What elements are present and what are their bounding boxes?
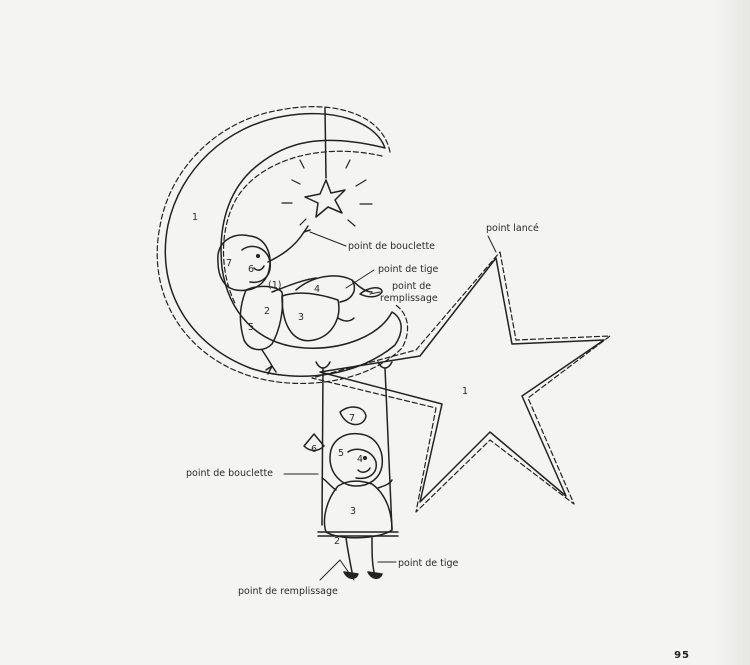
hanging-star (304, 179, 346, 218)
star-string (324, 107, 327, 179)
moon-dashed-outline (156, 106, 409, 384)
girl-lower-number: 5 (248, 322, 254, 333)
girl-face-number: 6 (248, 264, 254, 275)
girl-on-moon (217, 225, 383, 375)
label-point-de-tige-bottom: point de tige (398, 558, 459, 569)
swing-bow-number: 6 (311, 444, 317, 455)
girl-leg-number: 4 (314, 284, 320, 295)
swing-hair-number: 7 (349, 413, 355, 424)
label-point-de-remplissage-top-line2: remplissage (380, 293, 438, 304)
page-number: 95 (674, 650, 690, 661)
girl-skirt-number: 3 (298, 312, 304, 323)
swing-dress-number: 3 (350, 506, 356, 517)
swing-knot-left (315, 361, 331, 369)
swing-face-number: 4 (357, 454, 363, 465)
swing-knot-right (377, 361, 393, 369)
label-point-de-bouclette-top: point de bouclette (348, 241, 436, 252)
big-star-dashed-outline (311, 251, 611, 513)
girl-body-number: 2 (264, 306, 270, 317)
region-numbers: 1 1 7 6 (1) 4 2 3 5 7 6 5 4 3 2 (192, 212, 468, 547)
swing-seat-number: 2 (334, 536, 340, 547)
label-point-de-tige-top: point de tige (378, 264, 439, 275)
label-point-lance: point lancé (486, 223, 539, 234)
girl-arm-number: (1) (268, 280, 281, 291)
moon-number: 1 (192, 212, 198, 223)
swing-rope-right (384, 367, 393, 531)
moon-outline (164, 112, 402, 377)
book-spine-shadow (714, 0, 750, 665)
label-point-de-remplissage-bottom: point de remplissage (238, 586, 338, 597)
leader-lines (283, 231, 497, 581)
big-star-number: 1 (462, 386, 468, 397)
label-point-de-bouclette-bottom: point de bouclette (186, 468, 274, 479)
star-sparkle-rays (281, 159, 373, 227)
swing-face-left-number: 5 (338, 448, 344, 459)
girl-on-swing (303, 406, 399, 579)
label-point-de-remplissage-top-line1: point de (392, 281, 432, 292)
moon-inner-dashed (223, 150, 383, 306)
girl-hair-number: 7 (226, 258, 232, 269)
big-star-outline (319, 257, 605, 503)
